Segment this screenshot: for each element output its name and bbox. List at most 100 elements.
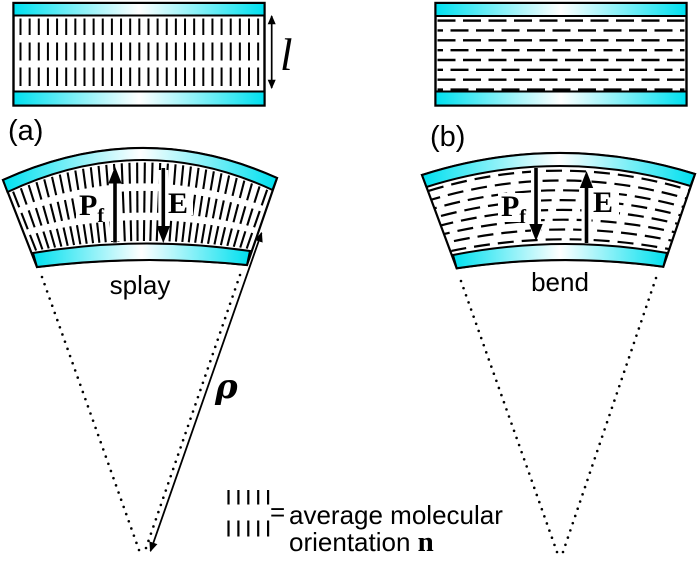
dot [583,485,587,489]
dash [42,231,50,249]
bend-label: bend [531,267,589,297]
dot [196,395,200,399]
dot [99,440,103,444]
dash [82,224,88,244]
dot [588,471,592,474]
dot [164,489,168,492]
dot [535,493,539,497]
dot [76,376,80,379]
dot [94,426,97,430]
dot [135,541,138,545]
dot [238,273,242,277]
dot [78,383,82,387]
thickness-label: l [280,30,293,80]
dot [610,406,614,410]
dot [622,370,626,374]
dot [581,493,584,496]
dot [627,356,631,359]
dot [61,333,64,336]
dot [520,450,523,454]
dot [640,319,643,323]
dot [482,343,486,347]
curved-cell-bend: Pf E bend [420,151,697,297]
dot [576,507,579,511]
dot [522,457,526,461]
dot [555,550,559,554]
dot [530,479,534,482]
legend-text-line1: average molecular [289,500,503,530]
dot [218,331,222,334]
dot [147,539,150,543]
dot [593,456,597,460]
dash [29,234,38,251]
dot [231,295,234,298]
dot [573,514,577,518]
dash-arc [444,218,675,235]
dash [121,191,125,214]
dot [71,361,74,365]
cell-thickness-annotation: l [267,14,293,90]
dot [600,435,604,438]
dot [45,290,49,293]
dash [122,220,126,242]
dash [172,164,177,185]
clearing [498,193,535,222]
dot [194,403,197,406]
dash [102,221,107,243]
dot [43,282,46,286]
dot [166,482,170,485]
dash [253,186,261,204]
radius-arrow [149,231,263,553]
dash [66,172,72,192]
director-legend-icon [227,490,270,537]
dot [216,338,220,341]
dash [202,169,208,190]
dot [132,534,136,537]
legend-equals: = [270,497,285,527]
dot [538,500,541,504]
dash [49,229,57,248]
dot [464,293,468,297]
dash [239,206,247,225]
dot [213,345,217,349]
dot [540,507,544,511]
legend: = average molecular orientation n [227,490,503,558]
dash [89,223,95,244]
dot [169,474,173,478]
dot [86,405,90,408]
dot [515,436,518,440]
dot [472,315,475,318]
dot [53,311,57,315]
dot [206,367,210,370]
dot [598,442,602,446]
dot [144,546,148,550]
panel-a-tag: (a) [8,115,43,147]
dash [216,173,223,193]
dot [104,455,108,458]
dot [467,301,470,304]
dot [154,517,158,521]
dot [137,548,141,552]
dot [490,365,493,368]
top-electrode [12,2,266,17]
dash [27,184,36,203]
dot [487,358,491,361]
dot [647,298,650,301]
clearing [163,190,193,215]
bottom-electrode [451,242,669,270]
dot [199,388,202,392]
dot [571,521,575,525]
dash [211,198,218,219]
dot [96,433,100,437]
dot [152,525,155,528]
dash [71,198,77,219]
dot [73,369,77,372]
dot [469,308,473,311]
dot [101,448,105,451]
polarization-label: Pf [79,189,104,227]
dot [112,476,115,480]
dot [114,484,118,487]
dash [49,203,57,223]
dash-arc [441,208,678,227]
dot [615,392,619,395]
